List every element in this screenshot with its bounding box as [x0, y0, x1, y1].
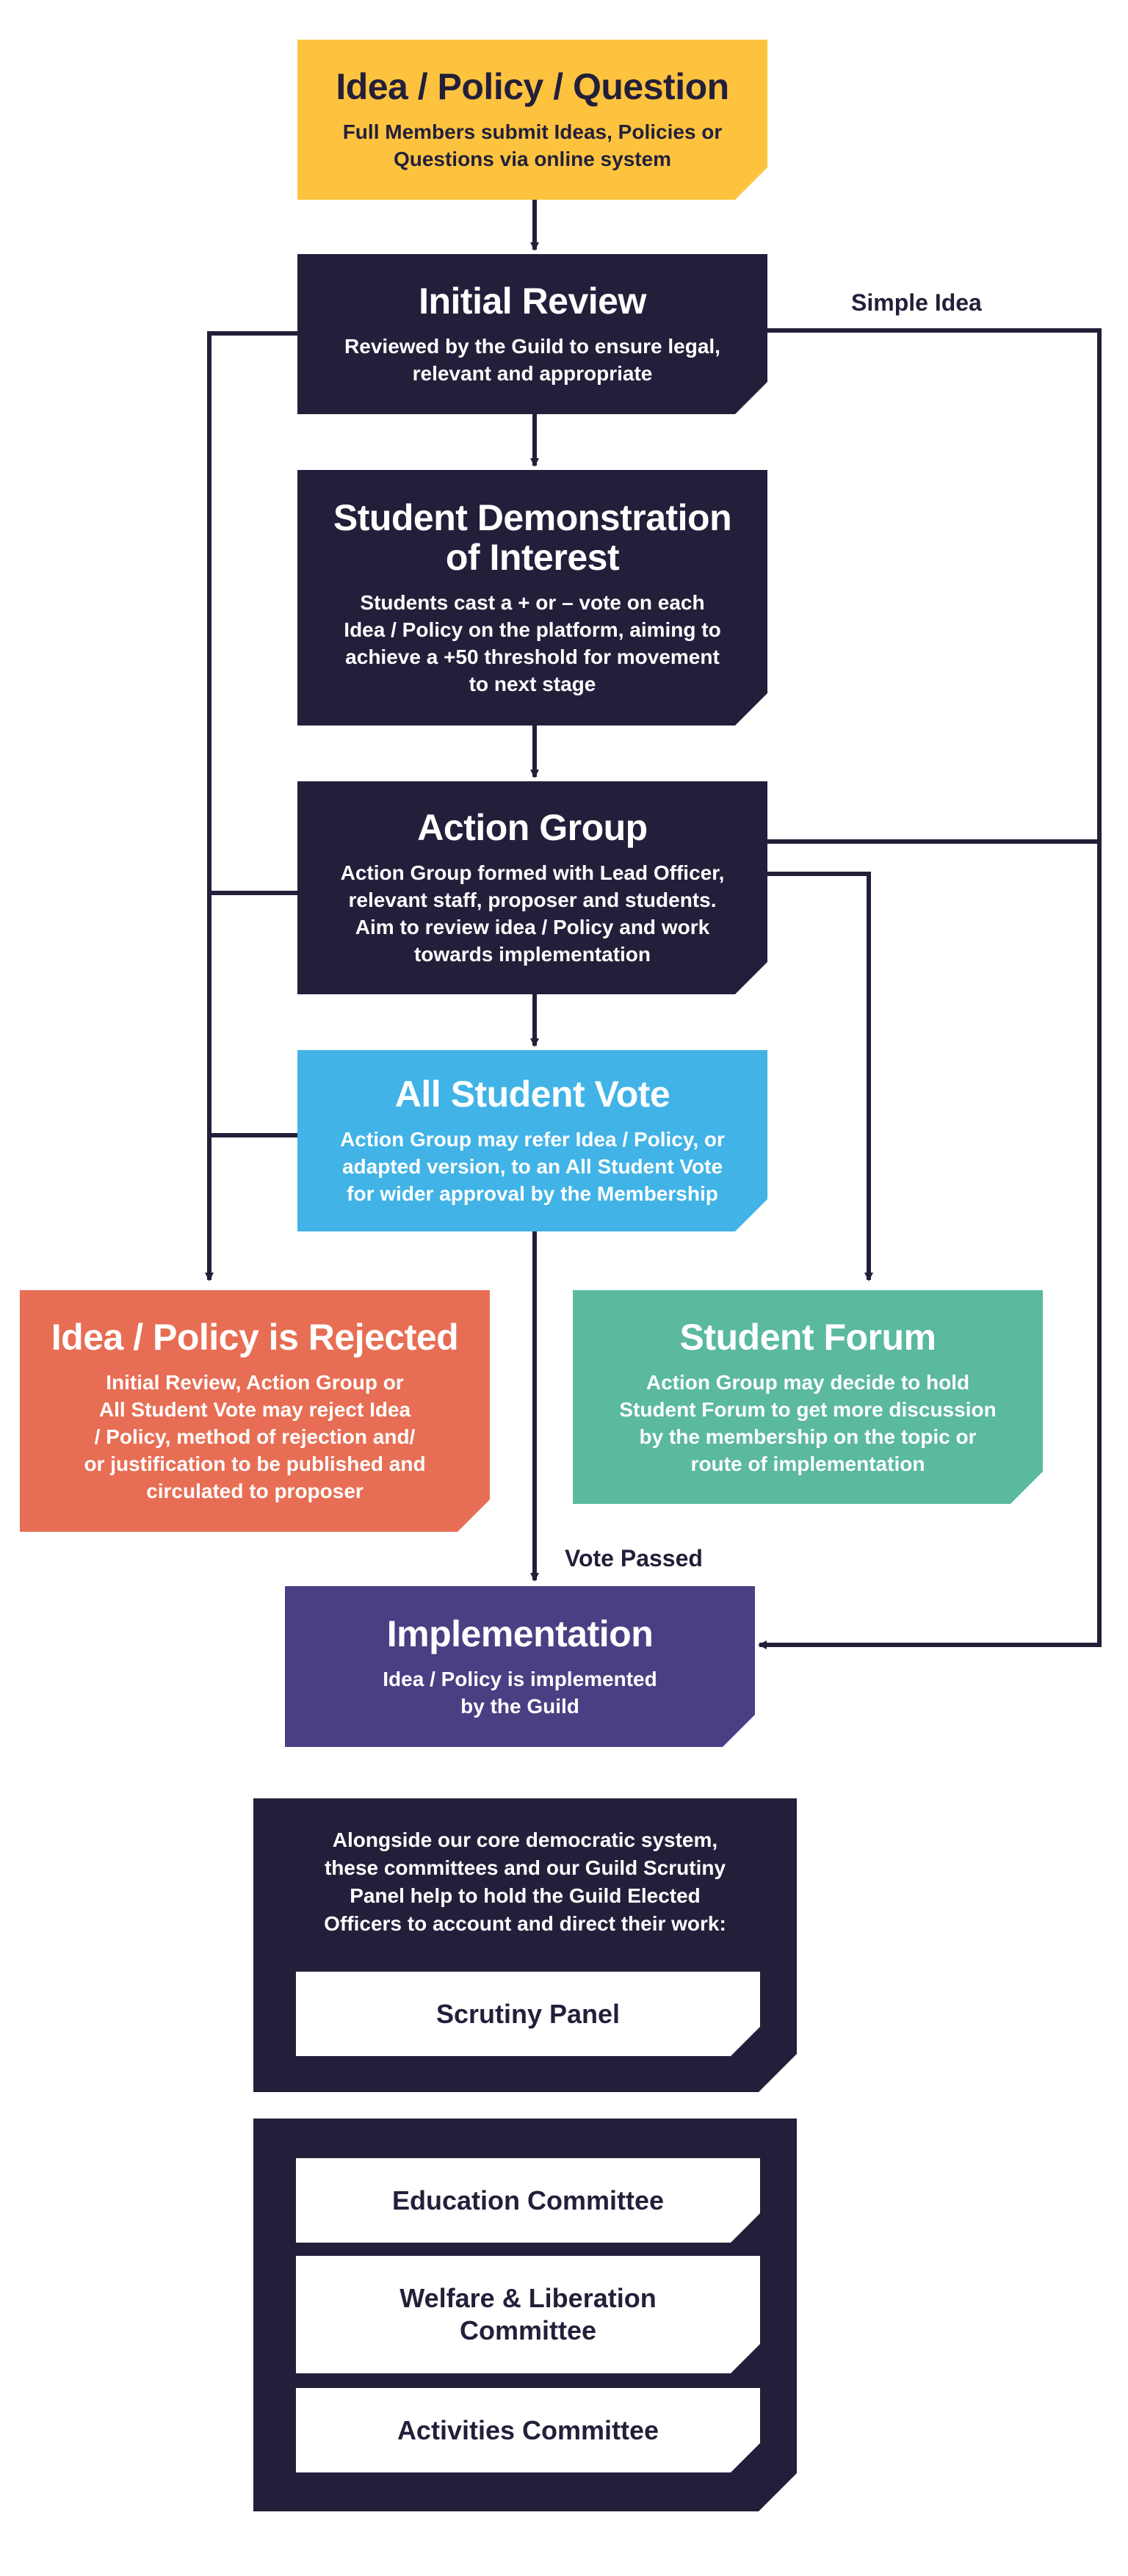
- arrow-to-forum: [767, 872, 873, 1281]
- stage-description: Full Members submit Ideas, Policies or Q…: [342, 120, 723, 170]
- stage-initial-review: Initial Review Reviewed by the Guild to …: [297, 254, 767, 414]
- card-scrutiny-panel: Scrutiny Panel: [296, 1972, 760, 2056]
- stage-all-student-vote: All Student Vote Action Group may refer …: [297, 1050, 767, 1231]
- stage-rejected: Idea / Policy is Rejected Initial Review…: [20, 1290, 490, 1532]
- edge-label-simple-idea: Simple Idea: [851, 289, 982, 316]
- stage-title: Action Group: [417, 807, 648, 848]
- stage-description: Action Group may refer Idea / Policy, or…: [340, 1128, 725, 1205]
- stage-title: Implementation: [386, 1613, 654, 1654]
- stage-description: Students cast a + or – vote on each Idea…: [344, 591, 721, 695]
- stage-demonstration-of-interest: Student Demonstration of Interest Studen…: [297, 470, 767, 726]
- stage-title: Idea / Policy is Rejected: [51, 1317, 459, 1358]
- stage-description: Initial Review, Action Group or All Stud…: [84, 1371, 426, 1502]
- stage-implementation: Implementation Idea / Policy is implemen…: [285, 1586, 755, 1747]
- arrow-to-rejected: [205, 331, 300, 1281]
- stage-description: Reviewed by the Guild to ensure legal, r…: [344, 335, 720, 385]
- stage-title: All Student Vote: [394, 1074, 670, 1115]
- card-activities-committee: Activities Committee: [296, 2388, 760, 2472]
- stage-title: Idea / Policy / Question: [336, 66, 729, 107]
- committees-intro-panel: Alongside our core democratic system, th…: [253, 1798, 797, 2092]
- stage-title: Initial Review: [419, 281, 646, 322]
- committees-list-panel: Education Committee Welfare & Liberation…: [253, 2119, 797, 2511]
- stage-idea: Idea / Policy / Question Full Members su…: [297, 40, 767, 200]
- stage-description: Action Group may decide to hold Student …: [619, 1370, 997, 1475]
- stage-description: Idea / Policy is implemented by the Guil…: [383, 1667, 657, 1718]
- stage-student-forum: Student Forum Action Group may decide to…: [573, 1290, 1043, 1504]
- arrow-simple-idea: [758, 328, 1102, 1649]
- stage-description: Action Group formed with Lead Officer, r…: [340, 861, 725, 966]
- stage-action-group: Action Group Action Group formed with Le…: [297, 781, 767, 994]
- card-welfare-liberation-committee: Welfare & Liberation Committee: [296, 2256, 760, 2373]
- edge-label-vote-passed: Vote Passed: [565, 1545, 703, 1571]
- stage-title: Student Demonstration of Interest: [333, 497, 732, 578]
- committees-intro-text: Alongside our core democratic system, th…: [324, 1828, 726, 1935]
- card-education-committee: Education Committee: [296, 2158, 760, 2243]
- stage-title: Student Forum: [679, 1316, 936, 1358]
